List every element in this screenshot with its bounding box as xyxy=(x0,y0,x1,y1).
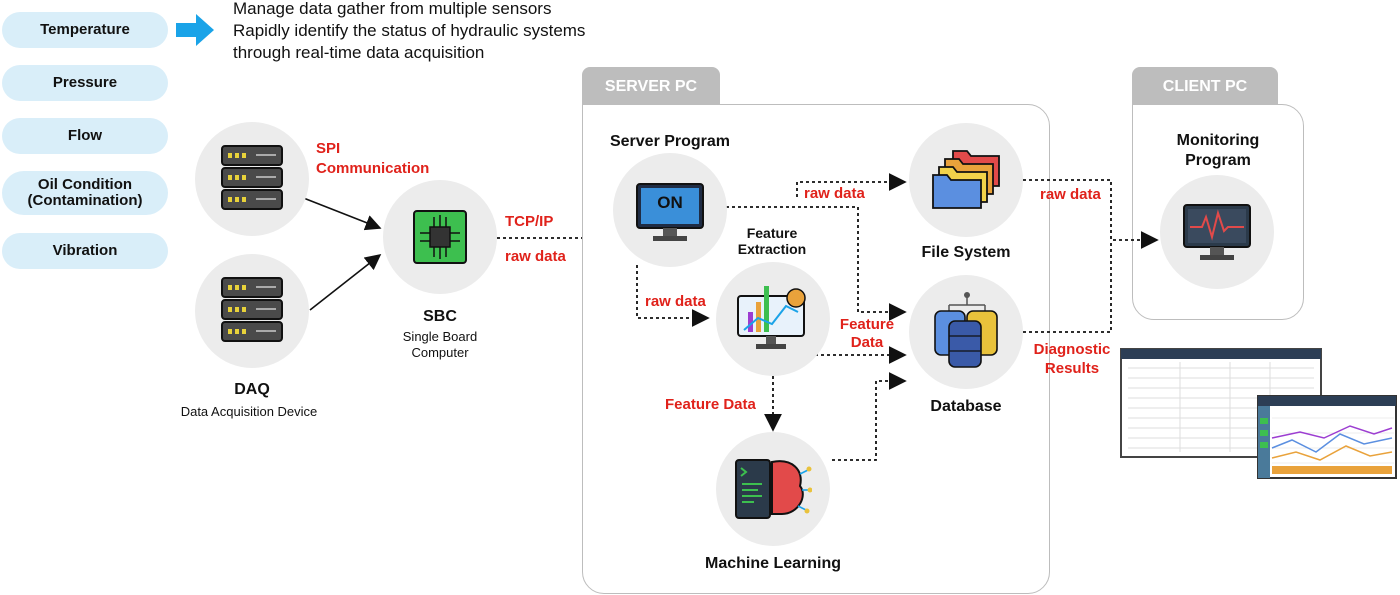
monitoring-screenshots xyxy=(1120,348,1397,479)
server-program-title: Server Program xyxy=(609,133,731,150)
database-node xyxy=(909,275,1023,389)
file-system-node xyxy=(909,123,1023,237)
sbc-node xyxy=(383,180,497,294)
feature-extraction-node xyxy=(716,262,830,376)
raw-data-sbc-label: raw data xyxy=(505,248,566,265)
circuit-board-icon xyxy=(413,210,467,264)
sensor-vibration: Vibration xyxy=(2,233,168,269)
server-rack-icon xyxy=(221,145,283,210)
spi-label: SPI Communication xyxy=(316,140,430,177)
sbc-subtitle: Single Board Computer xyxy=(402,329,478,360)
intro-text: Manage data gather from multiple sensors… xyxy=(233,0,586,62)
folders-icon xyxy=(932,150,1000,209)
sensor-oil-condition: Oil Condition (Contamination) xyxy=(2,171,168,215)
server-pc-tab: SERVER PC xyxy=(582,67,720,107)
feature-data-ml-label: Feature Data xyxy=(665,396,756,413)
feature-data-db-label: Feature Data xyxy=(839,316,895,351)
brain-code-icon xyxy=(735,459,812,519)
tcpip-label: TCP/IP xyxy=(505,213,554,230)
heartbeat-monitor-icon xyxy=(1183,204,1251,260)
file-system-title: File System xyxy=(921,244,1011,261)
database-icon xyxy=(934,292,998,368)
raw-data-client-label: raw data xyxy=(1040,186,1101,203)
client-pc-tab: CLIENT PC xyxy=(1132,67,1278,107)
database-title: Database xyxy=(930,398,1002,415)
sensor-flow: Flow xyxy=(2,118,168,154)
feature-extraction-title: Feature Extraction xyxy=(737,225,807,257)
daq-subtitle: Data Acquisition Device xyxy=(180,404,318,419)
raw-data-left-label: raw data xyxy=(645,293,706,310)
sensor-temperature: Temperature xyxy=(2,12,168,48)
machine-learning-node xyxy=(716,432,830,546)
monitoring-node xyxy=(1160,175,1274,289)
sbc-title: SBC xyxy=(423,308,457,325)
on-label: ON xyxy=(657,193,683,212)
diagnostic-results-label: Diagnostic Results xyxy=(1033,341,1111,377)
monitor-icon xyxy=(636,183,704,241)
server-program-node: ON xyxy=(613,153,727,267)
daq-unit-1 xyxy=(195,122,309,236)
raw-data-top-label: raw data xyxy=(804,185,865,202)
server-rack-icon xyxy=(221,277,283,342)
analytics-icon xyxy=(737,286,806,349)
right-arrow-icon xyxy=(176,14,214,46)
daq-unit-2 xyxy=(195,254,309,368)
machine-learning-title: Machine Learning xyxy=(704,555,842,572)
daq-title: DAQ xyxy=(234,381,270,398)
sensor-pressure: Pressure xyxy=(2,65,168,101)
monitoring-program-title: Monitoring Program xyxy=(1176,132,1260,169)
